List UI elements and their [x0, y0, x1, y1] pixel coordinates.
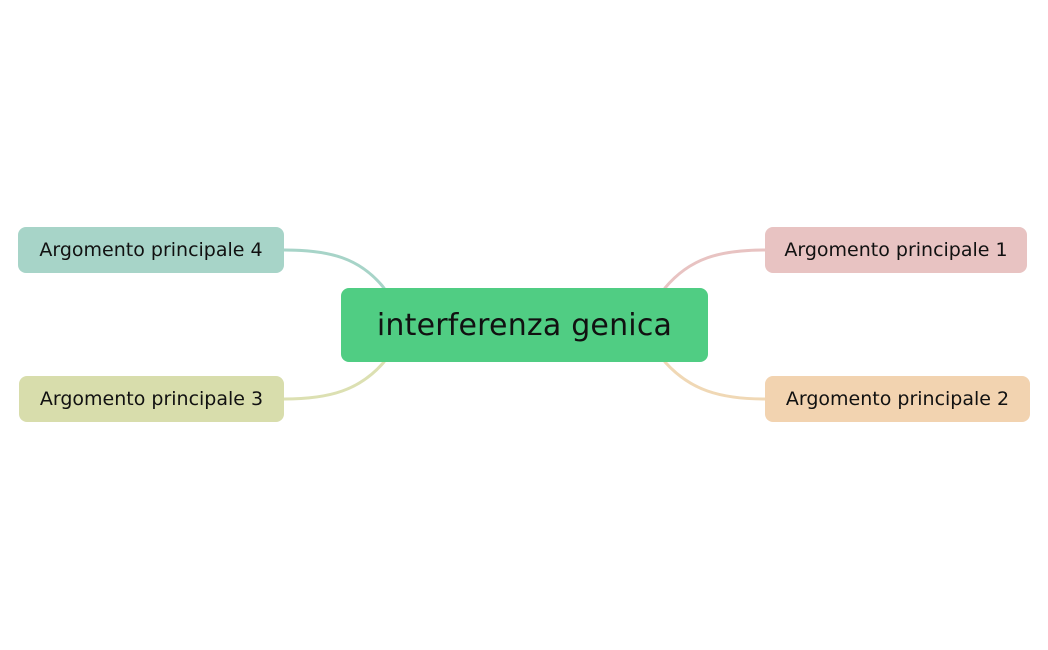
connector-topic-1 [663, 248, 767, 290]
central-topic-label: interferenza genica [376, 307, 673, 343]
main-topic-1[interactable]: Argomento principale 1 [765, 227, 1027, 273]
connector-topic-2 [663, 360, 767, 401]
main-topic-2-label: Argomento principale 2 [785, 388, 1010, 410]
main-topic-1-label: Argomento principale 1 [784, 239, 1008, 261]
main-topic-4[interactable]: Argomento principale 4 [18, 227, 284, 273]
connector-topic-3 [282, 360, 386, 401]
connector-topic-4 [282, 248, 386, 290]
main-topic-3-label: Argomento principale 3 [39, 388, 264, 410]
main-topic-2[interactable]: Argomento principale 2 [765, 376, 1030, 422]
central-topic[interactable]: interferenza genica [341, 288, 708, 362]
main-topic-3[interactable]: Argomento principale 3 [19, 376, 284, 422]
main-topic-4-label: Argomento principale 4 [39, 239, 263, 261]
